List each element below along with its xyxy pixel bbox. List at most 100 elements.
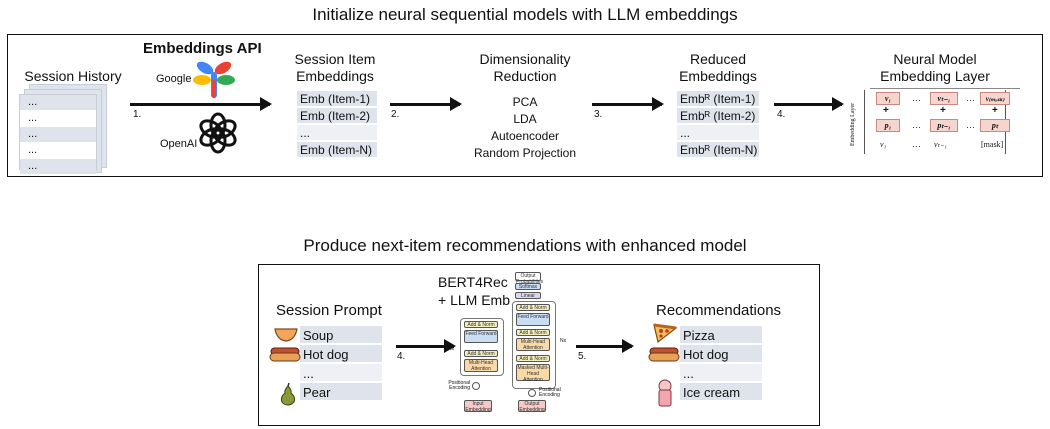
transformer-diagram: Output Probabilities Softmax Linear Nx A… <box>448 272 583 422</box>
recommendations-label: Recommendations <box>656 302 782 319</box>
input-embedding-block: Input Embedding <box>464 400 492 413</box>
multi-head-attention-block: Multi-Head Attention <box>516 338 550 351</box>
dim-reduction-methods: PCA LDA Autoencoder Random Projection <box>465 94 585 162</box>
session-item-embeddings-label-1: Session Item <box>294 51 376 67</box>
input-token: [mask] <box>981 140 1004 149</box>
linear-block: Linear <box>515 292 541 299</box>
bert4rec-label-1: BERT4Rec <box>438 274 508 290</box>
reduced-embeddings-label-1: Reduced <box>689 51 747 67</box>
positional-encoding-circle-icon <box>472 382 480 390</box>
ellipsis: ··· <box>966 122 975 132</box>
openai-logo-icon <box>199 112 237 154</box>
bottom-step-4-label: 4. <box>397 351 406 362</box>
encoder-stack-frame <box>460 318 504 376</box>
p-embedding-cell: pₜ <box>980 119 1010 132</box>
layer-bracket-line <box>864 90 865 154</box>
recommendation-item: ... <box>680 364 762 383</box>
ellipsis: ··· <box>912 141 921 151</box>
top-title: Initialize neural sequential models with… <box>312 5 738 24</box>
add-norm-block: Add & Norm <box>516 329 550 336</box>
neural-model-label-2: Embedding Layer <box>880 68 990 84</box>
add-norm-block: Add & Norm <box>464 350 498 357</box>
embedding-layer-side-label: Embedding Layer <box>850 102 856 146</box>
prompt-item: Soup <box>300 326 382 345</box>
output-embedding-block: Output Embedding <box>518 400 546 413</box>
embedding-row: Emb (Item-1) <box>297 91 377 108</box>
top-panel <box>7 34 1043 177</box>
session-item-embeddings-list: Emb (Item-1) Emb (Item-2) ... Emb (Item-… <box>297 91 377 159</box>
google-label: Google <box>156 73 192 85</box>
step-1-label: 1. <box>133 109 142 120</box>
step-2-label: 2. <box>391 109 400 120</box>
input-token: vₜ₋₁ <box>934 140 947 149</box>
arrow-step-2 <box>390 97 462 111</box>
feed-forward-block: Feed Forward <box>464 330 498 343</box>
positional-encoding-label: Positional Encoding <box>539 387 561 398</box>
soup-bowl-icon <box>274 328 298 342</box>
arrow-step-5 <box>576 339 634 353</box>
feed-forward-block: Feed Forward <box>516 313 550 326</box>
embedding-row: Emb (Item-N) <box>297 142 377 159</box>
add-norm-block: Add & Norm <box>516 304 550 311</box>
embedding-row: Emb (Item-2) <box>297 108 377 125</box>
bottom-title: Produce next-item recommendations with e… <box>303 236 747 255</box>
add-norm-block: Add & Norm <box>516 355 550 362</box>
bert4rec-label-2: + LLM Emb <box>438 292 510 308</box>
input-token: v₁ <box>880 140 887 149</box>
session-prompt-list: Soup Hot dog ... Pear <box>300 326 382 402</box>
encoder-nx-label: Nx <box>448 346 455 352</box>
plus-sign: + <box>883 105 889 116</box>
embedding-layer-figure: Embedding Layer v₁ + p₁ v₁ ··· ··· ··· v… <box>850 88 1030 160</box>
session-history-label: Session History <box>24 68 122 84</box>
ellipsis: ··· <box>912 95 921 105</box>
embedding-row: ... <box>297 125 377 142</box>
session-prompt-label: Session Prompt <box>276 302 382 319</box>
google-gemini-logo-icon <box>193 61 235 98</box>
dim-reduction-label-1: Dimensionality <box>479 51 571 67</box>
v-embedding-cell: v₍ₘₐₛₖ₎ <box>980 92 1010 105</box>
embeddings-api-label: Embeddings API <box>143 40 262 57</box>
arrow-step-1 <box>130 97 272 111</box>
multi-head-attention-block: Multi-Head Attention <box>464 359 498 372</box>
decoder-nx-label: Nx <box>560 338 567 344</box>
recommendation-item: Ice cream <box>680 383 762 402</box>
session-item-embeddings-label-2: Embeddings <box>296 68 374 84</box>
arrow-step-4 <box>774 97 844 111</box>
positional-encoding-circle-icon <box>528 389 536 397</box>
neural-model-label-1: Neural Model <box>893 51 977 67</box>
v-embedding-cell: vₜ₋₁ <box>930 92 958 105</box>
pear-icon <box>280 382 296 406</box>
history-row: ... <box>20 111 96 127</box>
softmax-block: Softmax <box>515 283 541 290</box>
output-connector-line <box>870 88 1020 89</box>
add-norm-block: Add & Norm <box>464 321 498 328</box>
history-doc-front: ... ... ... ... ... <box>19 94 97 175</box>
p-embedding-cell: p₁ <box>876 119 900 132</box>
arrow-bottom-step-4 <box>396 339 456 353</box>
prompt-item: Hot dog <box>300 345 382 364</box>
masked-multi-head-attention-block: Masked Multi-Head Attention <box>516 364 550 383</box>
pizza-slice-icon <box>653 323 678 344</box>
recommendations-list: Pizza Hot dog ... Ice cream <box>680 326 762 402</box>
ice-cream-icon <box>658 379 672 407</box>
recommendation-item: Hot dog <box>680 345 762 364</box>
reduced-embedding-row: Embᴿ (Item-1) <box>677 91 759 108</box>
history-row: ... <box>20 95 96 111</box>
method-item: Random Projection <box>473 146 577 160</box>
bottom-panel <box>258 264 820 426</box>
method-item: LDA <box>513 112 537 126</box>
dim-reduction-label-2: Reduction <box>493 68 557 84</box>
reduced-embeddings-list: Embᴿ (Item-1) Embᴿ (Item-2) ... Embᴿ (It… <box>677 91 759 159</box>
openai-label: OpenAI <box>160 138 198 150</box>
ellipsis: ··· <box>966 95 975 105</box>
plus-sign: + <box>992 105 998 116</box>
method-item: PCA <box>512 95 538 109</box>
history-row: ... <box>20 127 96 143</box>
step-4-label: 4. <box>777 109 786 120</box>
history-row: ... <box>20 159 96 175</box>
p-embedding-cell: pₜ₋₁ <box>930 119 958 132</box>
step-3-label: 3. <box>594 109 603 120</box>
prompt-item: Pear <box>300 383 382 402</box>
v-embedding-cell: v₁ <box>876 92 900 105</box>
plus-sign: + <box>940 105 946 116</box>
